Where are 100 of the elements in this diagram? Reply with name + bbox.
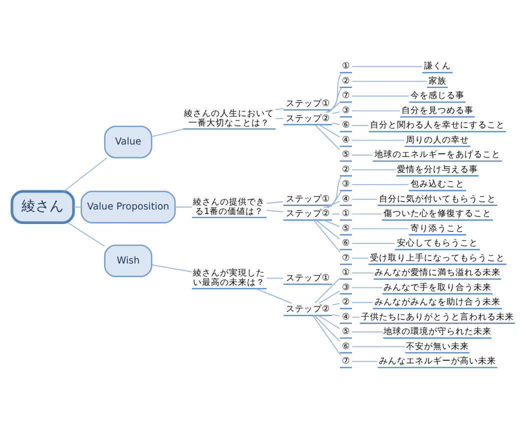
node-text: ⑤ <box>342 224 350 234</box>
connector <box>314 315 340 342</box>
connector <box>328 72 342 113</box>
connector <box>352 198 378 200</box>
connector <box>174 206 192 208</box>
node-text: ② <box>342 298 350 308</box>
node-text: 受け取り上手になってもらうこと <box>370 253 505 264</box>
node-text: ④ <box>342 312 350 322</box>
connector <box>73 206 82 208</box>
connector <box>314 278 340 304</box>
connector <box>352 110 400 112</box>
connector <box>151 128 185 138</box>
connector <box>316 220 340 240</box>
node-text: 不安が無い未来 <box>406 342 469 352</box>
connector <box>352 125 370 126</box>
connector <box>325 102 340 113</box>
connector <box>332 122 340 125</box>
connector <box>328 176 342 208</box>
connector <box>352 287 383 288</box>
connector <box>313 220 340 253</box>
node-text: みんながみんなを助け合う未来 <box>374 298 500 308</box>
connector <box>318 290 340 304</box>
connector <box>352 169 396 170</box>
connector <box>332 314 340 316</box>
connector <box>326 190 342 208</box>
connector <box>266 210 284 212</box>
connector <box>275 118 284 120</box>
node-text: 愛情を分け与える事 <box>396 164 478 175</box>
node-text: 家族 <box>428 76 446 86</box>
node-text: 地球のエネルギーをあげること <box>374 150 500 160</box>
connector <box>352 302 374 303</box>
node-text: ④ <box>342 135 350 146</box>
node-box: 綾さん <box>10 190 75 224</box>
connector <box>323 220 340 227</box>
node-text: 自分を見つめる事 <box>401 106 474 116</box>
node-text: ⑦ <box>342 91 350 102</box>
node-text: ③ <box>342 180 350 190</box>
node-text: 周りの人の幸せ <box>406 135 469 146</box>
node-text: 謙くん <box>424 62 451 72</box>
connector <box>256 288 292 304</box>
node-text: ステップ② <box>286 114 330 124</box>
node-text: ① <box>342 209 350 220</box>
connector <box>318 124 340 138</box>
node-text: ② <box>342 164 350 175</box>
node-text: ③ <box>342 106 350 116</box>
node-text: ⑥ <box>342 238 350 249</box>
connector <box>352 66 423 67</box>
node-text: 包み込むこと <box>410 180 464 190</box>
node-text: 自分に気が付いてもらうこと <box>378 194 496 204</box>
connector <box>332 112 340 114</box>
node-text: ステップ① <box>286 194 330 204</box>
node-text: 傷ついた心を修復すること <box>383 209 492 220</box>
node-text: ① <box>342 268 350 278</box>
node-text: ⑦ <box>342 356 350 367</box>
node-box: Value <box>104 126 152 158</box>
node-text: ④ <box>342 194 350 204</box>
connector <box>151 264 192 272</box>
node-text: ⑦ <box>342 253 350 264</box>
connector <box>323 201 340 208</box>
connector <box>332 303 340 306</box>
connector <box>314 124 340 150</box>
connector <box>352 80 428 82</box>
connector <box>352 272 374 274</box>
node-box: Value Proposition <box>80 190 176 224</box>
connector <box>275 108 284 110</box>
node-text: 寄り添うこと <box>410 224 464 234</box>
node-text: ⑤ <box>342 150 350 160</box>
node-text: 子供たちにありがとうと言われる未来 <box>360 312 514 322</box>
connector <box>352 346 406 348</box>
node-text: ステップ② <box>286 304 330 315</box>
node-text: 安心してもらうこと <box>396 238 478 249</box>
node-text: みんなが愛情に満ち溢れる未来 <box>374 268 500 278</box>
connector <box>352 361 378 362</box>
node-text: 自分と関わる人を幸せにすること <box>370 120 505 131</box>
node-text: ⑥ <box>342 342 350 352</box>
connector <box>63 157 108 192</box>
node-text: 綾さんの提供できる1番の価値は？ <box>193 197 266 217</box>
connector <box>352 243 396 244</box>
connector <box>266 278 284 279</box>
node-text: 綾さんの人生において一番大切なことは？ <box>184 108 274 129</box>
connector <box>352 228 409 230</box>
node-text: ステップ① <box>286 273 330 284</box>
node-text: みんなで手を取り合う未来 <box>383 282 492 293</box>
connector <box>352 184 409 185</box>
node-box: Wish <box>104 244 152 278</box>
connector <box>266 201 284 204</box>
node-text: ③ <box>342 282 350 293</box>
node-text: みんなエネルギーが高い未来 <box>378 356 496 367</box>
connector <box>352 140 405 141</box>
connector <box>352 154 374 156</box>
node-text: ⑤ <box>342 327 350 338</box>
node-text: ステップ② <box>286 209 330 220</box>
node-text: ① <box>342 62 350 72</box>
connector <box>318 315 340 329</box>
node-text: 地球の環境が守られた未来 <box>383 327 492 338</box>
node-text: 今を感じる事 <box>410 91 464 102</box>
connector <box>352 258 369 259</box>
node-text: ② <box>342 76 350 86</box>
node-text: ⑥ <box>342 120 350 131</box>
connector <box>327 87 342 113</box>
